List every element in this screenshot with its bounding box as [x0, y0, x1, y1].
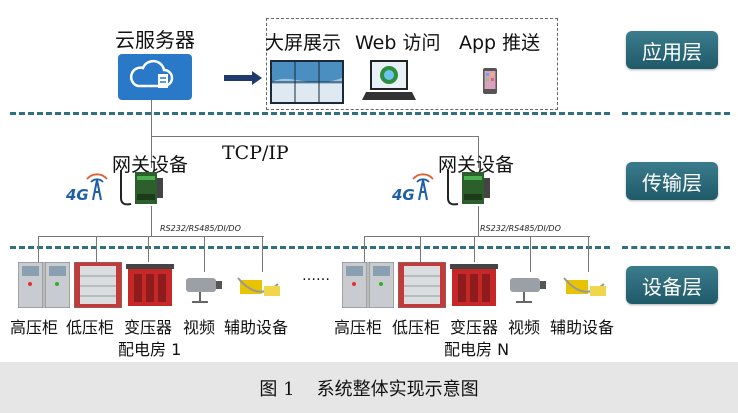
ports-left-label: RS232/RS485/DI/DO [160, 224, 241, 233]
camera-right-icon [508, 272, 548, 304]
drop-left-2 [96, 236, 97, 262]
drop-left-3 [148, 236, 149, 262]
ports-right-label: RS232/RS485/DI/DO [480, 224, 561, 233]
drop-right-5 [588, 236, 589, 272]
hv-cabinet-right-icon [341, 261, 395, 309]
gateway-right-icon [442, 168, 494, 208]
figure-number: 图 1 [259, 378, 295, 400]
lv-cabinet-right-icon [397, 261, 447, 309]
device-right-label-5: 辅助设备 [550, 318, 615, 337]
video-wall-icon [270, 60, 344, 104]
gateway-left-icon [115, 168, 167, 208]
application-layer-badge: 应用层 [626, 31, 718, 69]
transformer-left-icon [126, 262, 174, 308]
antenna-right-icon [408, 172, 438, 202]
link-bus-to-gateway-right [478, 136, 479, 168]
separator-2-right [622, 246, 730, 249]
device-layer-badge: 设备层 [626, 266, 718, 304]
device-left-label-4: 视频 [183, 318, 216, 337]
drop-left-4 [204, 236, 205, 272]
drop-right-2 [420, 236, 421, 262]
separator-1-right [622, 112, 730, 115]
lv-cabinet-left-icon [73, 261, 123, 309]
cloud-server-label: 云服务器 [115, 28, 195, 52]
device-left-label-5: 辅助设备 [224, 318, 289, 337]
device-bus-left [38, 236, 264, 237]
device-right-label-2: 低压柜 [392, 318, 441, 337]
drop-right-4 [530, 236, 531, 272]
big-screen-label: 大屏展示 [265, 32, 342, 54]
link-gateway-left-down [151, 206, 152, 236]
transport-layer-badge: 传输层 [626, 162, 718, 200]
device-right-label-3: 变压器 [450, 318, 499, 337]
laptop-icon [362, 58, 416, 104]
device-right-label-4: 视频 [508, 318, 541, 337]
drop-left-5 [262, 236, 263, 272]
gateway-left-label: 网关设备 [112, 154, 189, 176]
hv-cabinet-left-icon [17, 261, 71, 309]
signal-4g-right: 4G [392, 186, 415, 204]
app-push-label: App 推送 [459, 32, 541, 54]
device-bus-right [364, 236, 590, 237]
tcp-ip-bus [151, 136, 479, 137]
web-access-label: Web 访问 [355, 32, 441, 54]
room-right-label: 配电房 N [444, 340, 510, 359]
device-left-label-3: 变压器 [124, 318, 173, 337]
separator-1 [10, 112, 610, 115]
camera-left-icon [184, 272, 224, 304]
figure-title: 系统整体实现示意图 [316, 378, 479, 400]
device-right-label-1: 高压柜 [334, 318, 383, 337]
figure-caption: 图 1 系统整体实现示意图 [0, 362, 738, 413]
phone-icon [483, 68, 497, 94]
room-left-label: 配电房 1 [118, 340, 182, 359]
antenna-left-icon [82, 172, 112, 202]
drop-right-1 [364, 236, 365, 262]
auxiliary-device-right-icon [560, 272, 608, 306]
cloud-server-icon [118, 54, 192, 100]
drop-left-1 [38, 236, 39, 262]
signal-4g-left: 4G [66, 186, 89, 204]
link-cloud-to-gateway [151, 100, 152, 168]
drop-right-3 [474, 236, 475, 262]
separator-2 [10, 246, 610, 249]
app-access-box [266, 18, 558, 110]
protocol-label: TCP/IP [222, 142, 289, 164]
auxiliary-device-left-icon [234, 272, 282, 306]
gateway-right-label: 网关设备 [438, 154, 515, 176]
arrow-right-icon [224, 70, 262, 85]
ellipsis: …… [302, 268, 330, 284]
device-left-label-1: 高压柜 [10, 318, 59, 337]
link-gateway-right-down [478, 206, 479, 236]
transformer-right-icon [450, 262, 498, 308]
device-left-label-2: 低压柜 [66, 318, 115, 337]
